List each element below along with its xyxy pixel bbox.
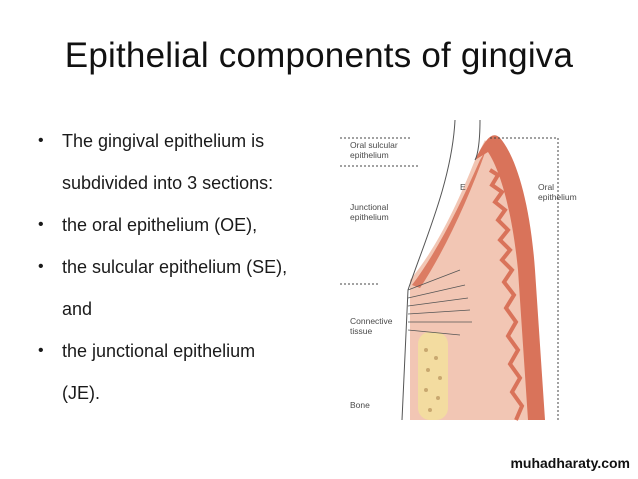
label-oral-sulcular: Oral sulcular bbox=[350, 140, 398, 150]
bone-region bbox=[418, 332, 448, 420]
bullet-item: • The gingival epithelium is subdivided … bbox=[38, 120, 328, 204]
dimension-lines bbox=[340, 137, 559, 420]
label-oral: Oral bbox=[538, 182, 554, 192]
label-oral-sulcular: epithelium bbox=[350, 150, 389, 160]
bullet-dot: • bbox=[38, 132, 44, 149]
watermark: muhadharaty.com bbox=[510, 455, 630, 471]
label-junctional: epithelium bbox=[350, 212, 389, 222]
bullet-text: (JE). bbox=[62, 383, 100, 403]
bullet-list: • The gingival epithelium is subdivided … bbox=[38, 120, 328, 414]
bullet-text: the junctional epithelium bbox=[62, 341, 256, 361]
tooth-outline bbox=[401, 119, 456, 421]
bullet-text: subdivided into 3 sections: bbox=[62, 173, 274, 193]
bullet-dot: • bbox=[38, 216, 44, 233]
bone-trabeculae bbox=[424, 348, 442, 412]
enamel-outline bbox=[474, 119, 481, 161]
rete-pegs bbox=[488, 168, 525, 421]
label-junctional: Junctional bbox=[350, 202, 388, 212]
oral-epithelium-region bbox=[475, 135, 545, 420]
bullet-dot: • bbox=[38, 342, 44, 359]
bullet-dot: • bbox=[38, 258, 44, 275]
label-connective: tissue bbox=[350, 326, 372, 336]
bullet-text: the oral epithelium (OE), bbox=[62, 215, 258, 235]
bullet-item: • the sulcular epithelium (SE), and bbox=[38, 246, 328, 330]
bullet-text: the sulcular epithelium (SE), bbox=[62, 257, 288, 277]
label-bone: Bone bbox=[350, 400, 370, 410]
bullet-item: • the junctional epithelium (JE). bbox=[38, 330, 328, 414]
slide-title: Epithelial components of gingiva bbox=[64, 36, 574, 75]
bullet-text: and bbox=[62, 299, 93, 319]
label-connective: Connective bbox=[350, 316, 393, 326]
label-oral: epithelium bbox=[538, 192, 577, 202]
label-enamel: E bbox=[460, 182, 466, 192]
periodontal-fibers bbox=[407, 269, 472, 336]
bullet-text: The gingival epithelium is bbox=[62, 131, 265, 151]
gingiva-diagram: Oral sulcular epithelium Junctional epit… bbox=[340, 119, 577, 421]
bullet-item: • the oral epithelium (OE), bbox=[38, 204, 328, 246]
junctional-epithelium-region bbox=[412, 150, 486, 288]
